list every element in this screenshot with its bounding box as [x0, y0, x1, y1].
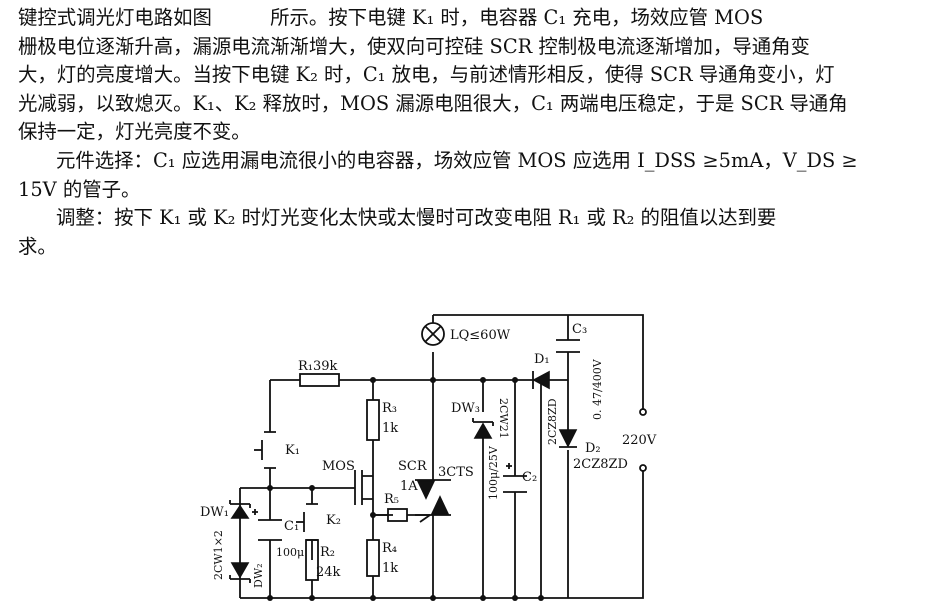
k2-label: K₂	[326, 513, 341, 528]
scr-type: 3CTS	[438, 465, 474, 480]
diode-d2	[558, 429, 578, 448]
text-line: 元件选择：C₁ 应选用漏电流很小的电容器，场效应管 MOS 应选用 I_DSS …	[56, 148, 858, 172]
lamp-label: LQ≤60W	[450, 328, 511, 343]
c1-value: 100μ	[276, 546, 304, 559]
dw-type: 2CW1×2	[212, 530, 225, 580]
text-line: 栅极电位逐渐升高，漏源电流渐渐增大，使双向可控硅 SCR 控制极电流逐渐增加，导…	[18, 34, 810, 58]
junctions	[267, 377, 544, 601]
mos-label: MOS	[322, 459, 355, 474]
scr-triac	[415, 479, 451, 523]
r3-label: R₃	[382, 401, 397, 416]
text-line: 键控式调光灯电路如图 所示。按下电键 K₁ 时，电容器 C₁ 充电，场效应管 M…	[18, 6, 764, 29]
d2-label: D₂	[585, 441, 601, 456]
zener-dw2	[229, 562, 251, 583]
zener-dw3	[472, 418, 494, 439]
mos-transistor	[354, 470, 373, 505]
mains-terminals	[639, 408, 647, 472]
dw2-label: DW₂	[252, 563, 265, 588]
scr-label: SCR	[398, 459, 428, 474]
zener-dw1	[229, 500, 251, 519]
r5-label: R₅	[384, 492, 399, 507]
d1-label: D₁	[534, 352, 550, 367]
mains-label: 220V	[622, 433, 657, 448]
dw1-label: DW₁	[200, 505, 229, 520]
r2-label: R₂	[320, 545, 335, 560]
r4-value: 1k	[382, 561, 398, 576]
body-text: 键控式调光灯电路如图 所示。按下电键 K₁ 时，电容器 C₁ 充电，场效应管 M…	[18, 4, 918, 261]
r3-value: 1k	[382, 421, 398, 436]
d1-type: 2CZ8ZD	[546, 398, 559, 445]
dw3-label: DW₃	[451, 401, 480, 416]
k2-switch	[296, 503, 318, 541]
text-line: 调整：按下 K₁ 或 K₂ 时灯光变化太快或太慢时可改变电阻 R₁ 或 R₂ 的…	[56, 206, 777, 230]
text-line: 大，灯的亮度增大。当按下电键 K₂ 时，C₁ 放电，与前述情形相反，使得 SCR…	[18, 63, 835, 87]
lamp-symbol	[421, 315, 445, 346]
d2-type: 2CZ8ZD	[573, 457, 628, 472]
r1-resistor	[299, 373, 340, 387]
r5-resistor	[387, 508, 408, 522]
diode-d1	[532, 370, 550, 390]
c2-value: 100μ/25V	[487, 445, 500, 500]
r3-resistor	[366, 399, 380, 441]
c3-capacitor	[556, 339, 580, 353]
text-line: 光减弱，以致熄灭。K₁、K₂ 释放时，MOS 漏源电阻很大，C₁ 两端电压稳定，…	[18, 91, 848, 115]
c3-value: 0. 47/400V	[591, 358, 604, 420]
text-line: 求。	[18, 234, 57, 258]
r2-value: 24k	[316, 565, 341, 580]
scr-rating: 1A	[400, 479, 418, 494]
c1-label: C₁	[284, 519, 299, 534]
k1-label: K₁	[285, 443, 300, 458]
r1-label: R₁39k	[298, 359, 338, 374]
k1-switch	[254, 431, 276, 469]
text-line: 15V 的管子。	[18, 177, 141, 201]
text-line: 保持一定，灯光亮度不变。	[18, 120, 251, 144]
c1-capacitor	[252, 509, 282, 541]
r4-label: R₄	[382, 541, 397, 556]
c2-label: C₂	[522, 470, 537, 485]
r4-resistor	[366, 539, 380, 577]
c2-capacitor	[503, 463, 527, 493]
c3-label: C₃	[572, 322, 587, 337]
dw3-type: 2CW21	[497, 398, 510, 439]
